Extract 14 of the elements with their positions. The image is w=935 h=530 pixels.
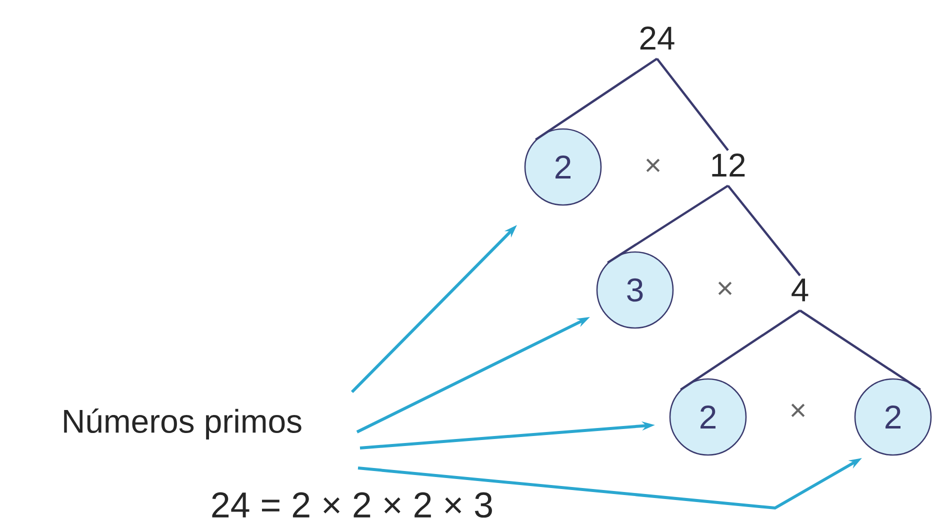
- equation: 24 = 2 × 2 × 2 × 3: [212, 492, 492, 518]
- tree-branch: [535, 58, 658, 141]
- times-sign: ×: [791, 404, 805, 418]
- node-label: Números primos: [64, 408, 302, 440]
- number-label: 12: [712, 154, 745, 176]
- tree-branch: [799, 310, 921, 391]
- times-sign: ×: [718, 282, 732, 296]
- tree-branch: [607, 184, 729, 264]
- tree-branch: [727, 184, 801, 276]
- times-sign: ×: [646, 158, 660, 172]
- number-label: 4: [792, 278, 808, 302]
- number-label: 24: [640, 26, 674, 50]
- tree-branch: [656, 58, 729, 152]
- tree-branch: [680, 310, 801, 391]
